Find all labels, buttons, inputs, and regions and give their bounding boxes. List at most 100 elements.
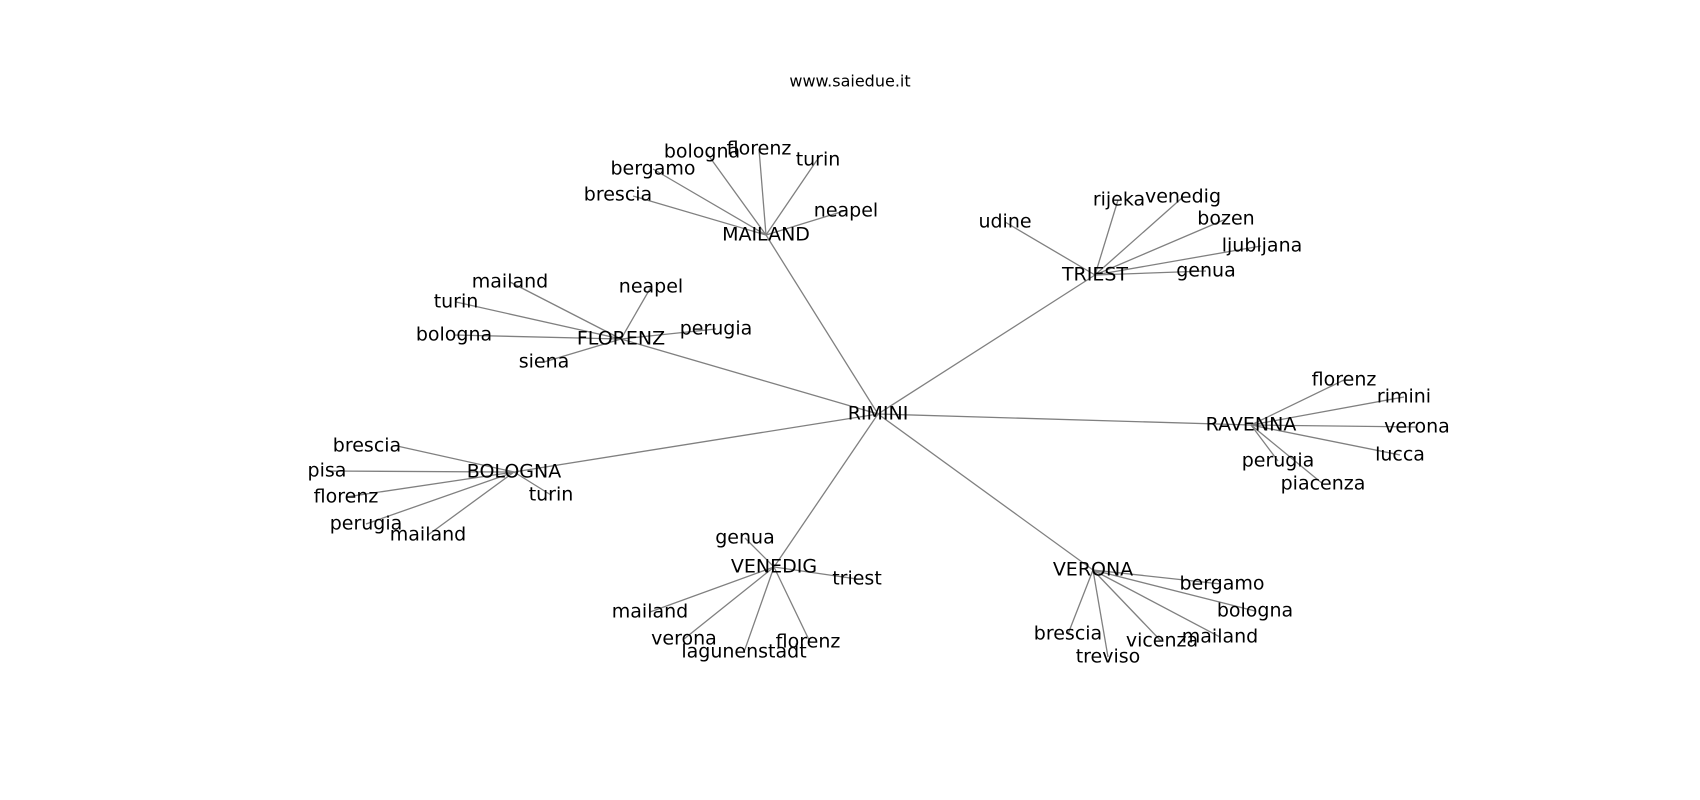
- node-leaf-ravenna-florenz: florenz: [1312, 369, 1377, 391]
- diagram-title: www.saiedue.it: [789, 72, 910, 91]
- edge-florenz-perugia: [620, 328, 717, 340]
- edge-ravenna-verona: [1250, 424, 1418, 428]
- node-leaf-ravenna-lucca: lucca: [1375, 444, 1425, 466]
- edge-venedig-florenz: [773, 566, 811, 643]
- node-leaf-venedig-florenz: florenz: [776, 631, 841, 653]
- edge-triest-rijeka: [1094, 199, 1119, 276]
- edge-center-mailand: [765, 234, 879, 415]
- node-leaf-mailand-brescia: brescia: [584, 184, 652, 206]
- node-leaf-bologna-florenz: florenz: [314, 486, 379, 508]
- node-hub-verona: VERONA: [1053, 559, 1133, 581]
- node-leaf-venedig-genua: genua: [715, 527, 774, 549]
- node-leaf-venedig-lagunenstadt: lagunenstadt: [681, 641, 806, 663]
- node-leaf-ravenna-piacenza: piacenza: [1281, 473, 1366, 495]
- edge-bologna-perugia: [365, 471, 515, 525]
- edge-center-ravenna: [877, 413, 1252, 426]
- node-leaf-mailand-turin: turin: [796, 149, 841, 171]
- node-leaf-florenz-neapel: neapel: [619, 276, 683, 298]
- node-center: RIMINI: [848, 403, 909, 425]
- node-leaf-ravenna-perugia: perugia: [1242, 450, 1315, 472]
- edge-florenz-neapel: [620, 286, 652, 340]
- node-leaf-ravenna-verona: verona: [1384, 416, 1450, 438]
- node-hub-bologna: BOLOGNA: [467, 461, 561, 483]
- edge-center-florenz: [620, 338, 879, 415]
- node-leaf-triest-genua: genua: [1176, 260, 1235, 282]
- edge-mailand-neapel: [765, 210, 845, 236]
- edge-bologna-turin: [513, 471, 552, 496]
- node-hub-mailand: MAILAND: [722, 224, 810, 246]
- edge-center-triest: [877, 274, 1096, 415]
- node-hub-florenz: FLORENZ: [577, 328, 665, 350]
- node-leaf-mailand-bologna: bologna: [664, 141, 740, 163]
- node-leaf-triest-rijeka: rijeka: [1093, 189, 1145, 211]
- node-leaf-triest-bozen: bozen: [1197, 208, 1254, 230]
- edge-mailand-turin: [765, 159, 818, 236]
- node-leaf-verona-bergamo: bergamo: [1179, 573, 1264, 595]
- node-hub-ravenna: RAVENNA: [1206, 414, 1297, 436]
- node-leaf-florenz-mailand: mailand: [472, 271, 548, 293]
- node-leaf-mailand-neapel: neapel: [814, 200, 878, 222]
- edge-ravenna-lucca: [1250, 424, 1401, 456]
- edge-ravenna-piacenza: [1250, 424, 1324, 485]
- edge-verona-bergamo: [1092, 569, 1222, 585]
- node-leaf-bologna-pisa: pisa: [308, 460, 347, 482]
- node-leaf-verona-bologna: bologna: [1217, 600, 1293, 622]
- node-leaf-bologna-brescia: brescia: [333, 435, 401, 457]
- node-hub-venedig: VENEDIG: [731, 556, 817, 578]
- edge-mailand-bologna: [705, 151, 767, 236]
- edge-bologna-pisa: [326, 470, 515, 473]
- edge-florenz-siena: [543, 338, 622, 363]
- node-leaf-verona-treviso: treviso: [1076, 646, 1141, 668]
- edge-mailand-bergamo: [652, 168, 767, 236]
- node-leaf-venedig-mailand: mailand: [612, 601, 688, 623]
- node-leaf-venedig-triest: triest: [832, 568, 882, 590]
- edge-florenz-bologna: [453, 334, 622, 340]
- edge-verona-bologna: [1092, 569, 1256, 612]
- edge-ravenna-florenz: [1250, 379, 1345, 426]
- edge-triest-udine: [1004, 221, 1096, 276]
- node-leaf-florenz-bologna: bologna: [416, 324, 492, 346]
- node-leaf-florenz-perugia: perugia: [680, 318, 753, 340]
- edge-verona-treviso: [1092, 569, 1109, 658]
- node-leaf-verona-brescia: brescia: [1034, 623, 1102, 645]
- node-leaf-bologna-perugia: perugia: [330, 513, 403, 535]
- node-leaf-ravenna-rimini: rimini: [1377, 386, 1431, 408]
- edge-ravenna-perugia: [1250, 424, 1279, 462]
- edge-venedig-lagunenstadt: [743, 566, 775, 653]
- edge-triest-venedig: [1094, 196, 1184, 276]
- edge-verona-vicenza: [1092, 569, 1162, 642]
- edge-triest-genua: [1094, 270, 1207, 276]
- node-leaf-florenz-siena: siena: [519, 351, 570, 373]
- edges-layer: [326, 148, 1418, 658]
- node-leaf-mailand-bergamo: bergamo: [610, 158, 695, 180]
- edge-triest-ljubljana: [1094, 245, 1262, 276]
- edge-venedig-mailand: [649, 566, 775, 613]
- node-leaf-verona-mailand: mailand: [1182, 626, 1258, 648]
- node-leaf-florenz-turin: turin: [434, 291, 479, 313]
- node-leaf-venedig-verona: verona: [651, 628, 717, 650]
- edge-florenz-mailand: [509, 281, 622, 340]
- edge-venedig-verona: [683, 566, 775, 640]
- edge-mailand-brescia: [632, 195, 767, 236]
- edge-triest-bozen: [1094, 218, 1227, 276]
- edge-venedig-genua: [744, 537, 775, 568]
- node-leaf-verona-vicenza: vicenza: [1126, 630, 1198, 652]
- node-leaf-mailand-florenz: florenz: [727, 138, 792, 160]
- edge-mailand-florenz: [758, 148, 767, 236]
- edge-florenz-turin: [455, 301, 622, 340]
- edge-verona-brescia: [1067, 569, 1094, 635]
- edge-ravenna-rimini: [1250, 396, 1405, 426]
- node-leaf-bologna-mailand: mailand: [390, 524, 466, 546]
- node-hub-triest: TRIEST: [1061, 264, 1128, 286]
- edge-bologna-florenz: [345, 471, 515, 498]
- edge-venedig-triest: [773, 566, 858, 580]
- edge-center-bologna: [513, 413, 879, 473]
- edge-center-verona: [877, 413, 1094, 571]
- edge-verona-mailand: [1092, 569, 1221, 638]
- node-leaf-triest-ljubljana: ljubljana: [1222, 235, 1303, 257]
- labels-layer: www.saiedue.it RIMINI MAILAND brescia berga…: [308, 72, 1450, 668]
- edge-center-venedig: [773, 413, 879, 568]
- edge-bologna-mailand: [427, 471, 515, 536]
- edge-bologna-brescia: [396, 445, 515, 473]
